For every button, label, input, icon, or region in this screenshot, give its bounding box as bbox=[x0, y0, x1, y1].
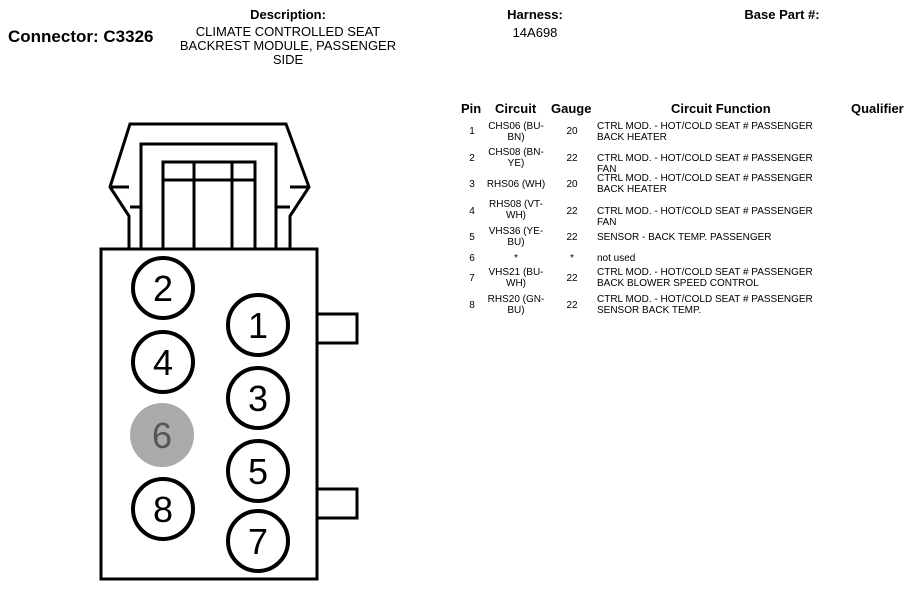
circuit-cell: CHS08 (BN- YE) bbox=[482, 147, 550, 169]
gauge-cell: 22 bbox=[566, 273, 578, 284]
gauge-cell: 22 bbox=[566, 153, 578, 164]
function-cell: CTRL MOD. - HOT/COLD SEAT # PASSENGER SE… bbox=[597, 294, 832, 316]
circuit-cell: RHS08 (VT- WH) bbox=[482, 199, 550, 221]
description-value: CLIMATE CONTROLLED SEAT BACKREST MODULE,… bbox=[170, 25, 406, 67]
function-line: SENSOR - BACK TEMP. PASSENGER bbox=[597, 232, 772, 243]
base-part-label: Base Part #: bbox=[744, 7, 820, 22]
function-line: CTRL MOD. - HOT/COLD SEAT # PASSENGER bbox=[597, 121, 813, 132]
pin-cavity-6-unused: 6 bbox=[130, 403, 194, 467]
pin-cavity-2: 2 bbox=[131, 256, 195, 320]
pin-number: 7 bbox=[469, 273, 475, 284]
pin-number: 2 bbox=[469, 153, 475, 164]
circuit-cell: RHS20 (GN- BU) bbox=[482, 294, 550, 316]
harness-value: 14A698 bbox=[512, 25, 558, 40]
pin-label: 7 bbox=[248, 521, 268, 562]
description-line: CLIMATE CONTROLLED SEAT bbox=[195, 24, 381, 39]
pin-cavity-7: 7 bbox=[226, 509, 290, 573]
function-line: BACK BLOWER SPEED CONTROL bbox=[597, 278, 759, 289]
circuit-line: WH) bbox=[506, 210, 526, 221]
pin-label: 1 bbox=[248, 305, 268, 346]
circuit-line: * bbox=[514, 253, 518, 264]
gauge-cell: 22 bbox=[566, 300, 578, 311]
circuit-cell: CHS06 (BU- BN) bbox=[482, 121, 550, 143]
circuit-line: CHS06 (BU- bbox=[488, 121, 544, 132]
circuit-line: VHS36 (YE- bbox=[488, 226, 544, 237]
function-line: CTRL MOD. - HOT/COLD SEAT # PASSENGER bbox=[597, 267, 813, 278]
function-cell: SENSOR - BACK TEMP. PASSENGER bbox=[597, 232, 832, 243]
function-cell: not used bbox=[597, 253, 832, 264]
column-header-circuit: Circuit bbox=[495, 101, 537, 116]
connector-tab-upper bbox=[317, 312, 359, 345]
circuit-cell: * bbox=[482, 253, 550, 264]
pin-label: 4 bbox=[153, 342, 173, 383]
circuit-line: WH) bbox=[506, 278, 526, 289]
column-header-gauge: Gauge bbox=[551, 101, 592, 116]
column-header-circuit-function: Circuit Function bbox=[671, 101, 771, 116]
pin-label: 6 bbox=[152, 415, 172, 456]
circuit-cell: VHS36 (YE- BU) bbox=[482, 226, 550, 248]
circuit-line: BU) bbox=[507, 237, 525, 248]
function-line: CTRL MOD. - HOT/COLD SEAT # PASSENGER bbox=[597, 294, 813, 305]
harness-label: Harness: bbox=[507, 7, 563, 22]
pin-label: 5 bbox=[248, 451, 268, 492]
circuit-line: YE) bbox=[507, 158, 525, 169]
function-line: SENSOR BACK TEMP. bbox=[597, 305, 702, 316]
circuit-line: RHS06 (WH) bbox=[486, 179, 546, 190]
function-line: CTRL MOD. - HOT/COLD SEAT # PASSENGER bbox=[597, 173, 813, 184]
pin-cavity-3: 3 bbox=[226, 366, 290, 430]
gauge-cell: 22 bbox=[566, 206, 578, 217]
pin-cavity-1: 1 bbox=[226, 293, 290, 357]
pin-number: 4 bbox=[469, 206, 475, 217]
pin-number: 1 bbox=[469, 126, 475, 137]
pin-number: 8 bbox=[469, 300, 475, 311]
description-label: Description: bbox=[250, 7, 326, 22]
pin-cavity-4: 4 bbox=[131, 330, 195, 394]
gauge-cell: 20 bbox=[566, 179, 578, 190]
function-cell: CTRL MOD. - HOT/COLD SEAT # PASSENGER BA… bbox=[597, 267, 832, 289]
pin-cavity-5: 5 bbox=[226, 439, 290, 503]
circuit-line: BN) bbox=[507, 132, 525, 143]
column-header-qualifier: Qualifier bbox=[851, 101, 904, 116]
function-cell: CTRL MOD. - HOT/COLD SEAT # PASSENGER FA… bbox=[597, 153, 832, 175]
circuit-cell: RHS06 (WH) bbox=[482, 179, 550, 190]
function-cell: CTRL MOD. - HOT/COLD SEAT # PASSENGER BA… bbox=[597, 121, 832, 143]
pin-number: 5 bbox=[469, 232, 475, 243]
unused-pin-fill bbox=[130, 403, 194, 467]
pin-label: 3 bbox=[248, 378, 268, 419]
function-cell: CTRL MOD. - HOT/COLD SEAT # PASSENGER BA… bbox=[597, 173, 832, 195]
circuit-line: BU) bbox=[507, 305, 525, 316]
circuit-line: RHS08 (VT- bbox=[489, 199, 543, 210]
function-line: CTRL MOD. - HOT/COLD SEAT # PASSENGER FA… bbox=[597, 206, 813, 228]
function-line: BACK HEATER bbox=[597, 132, 667, 143]
pin-number: 6 bbox=[469, 253, 475, 264]
gauge-cell: * bbox=[570, 253, 574, 264]
function-cell: CTRL MOD. - HOT/COLD SEAT # PASSENGER FA… bbox=[597, 206, 832, 228]
function-line: CTRL MOD. - HOT/COLD SEAT # PASSENGER FA… bbox=[597, 153, 813, 175]
gauge-cell: 20 bbox=[566, 126, 578, 137]
gauge-cell: 22 bbox=[566, 232, 578, 243]
circuit-line: CHS08 (BN- bbox=[488, 147, 544, 158]
circuit-line: RHS20 (GN- bbox=[487, 294, 545, 305]
connector-body bbox=[99, 247, 319, 581]
pin-number: 3 bbox=[469, 179, 475, 190]
column-header-pin: Pin bbox=[461, 101, 482, 116]
connector-tab-lower bbox=[317, 487, 359, 520]
function-line: BACK HEATER bbox=[597, 184, 667, 195]
locking-latch bbox=[108, 122, 311, 249]
description-line: BACKREST MODULE, PASSENGER bbox=[179, 38, 397, 53]
pin-label: 8 bbox=[153, 489, 173, 530]
function-line: not used bbox=[597, 253, 636, 264]
circuit-cell: VHS21 (BU- WH) bbox=[482, 267, 550, 289]
circuit-line: VHS21 (BU- bbox=[488, 267, 544, 278]
pin-label: 2 bbox=[153, 268, 173, 309]
description-line: SIDE bbox=[272, 52, 304, 67]
connector-title: Connector: C3326 bbox=[8, 27, 154, 46]
pin-cavity-8: 8 bbox=[131, 477, 195, 541]
